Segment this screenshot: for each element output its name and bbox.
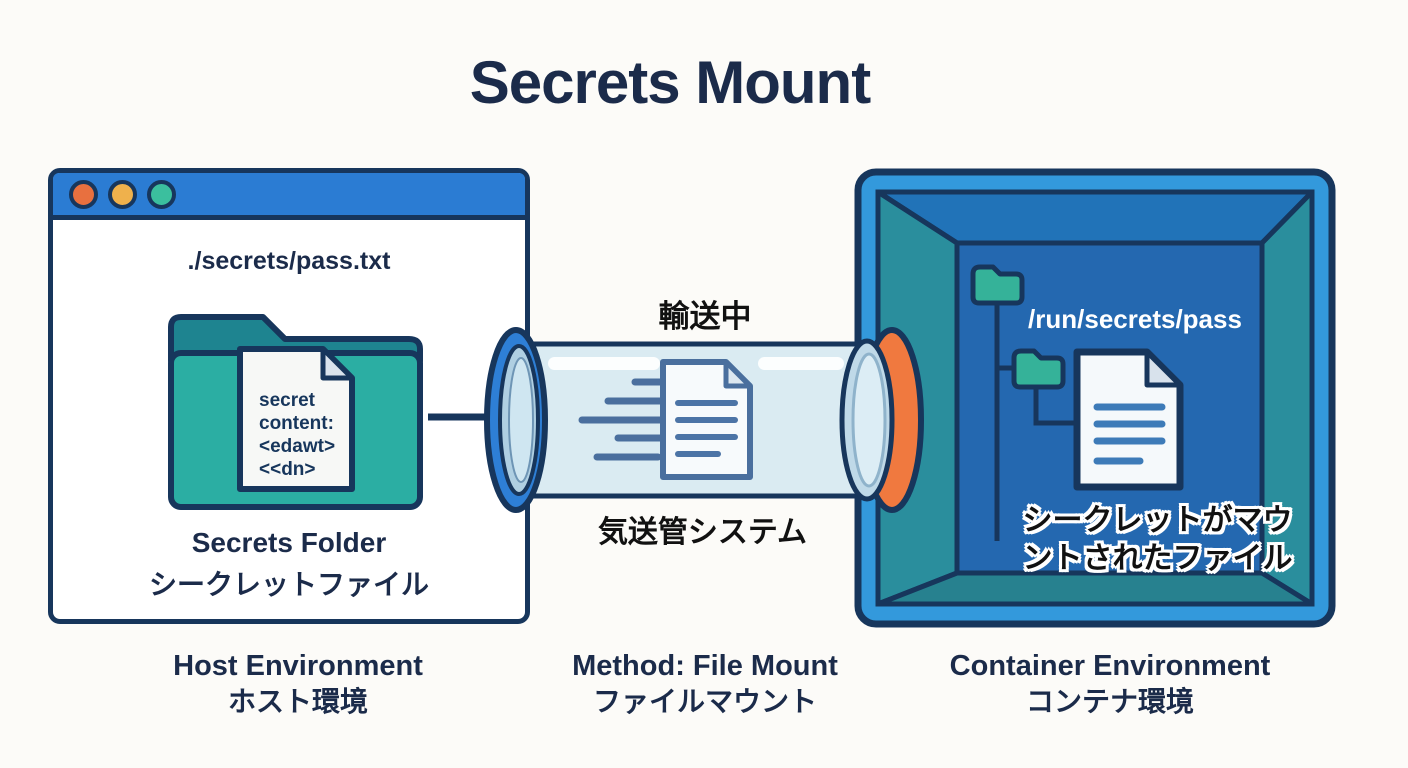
- container-caption-ja: コンテナ環境: [1025, 686, 1194, 717]
- speed-lines: [578, 378, 664, 461]
- mounted-file-label: シークレットがマウ ントされたファイル: [1022, 504, 1293, 575]
- secrets-folder-label-ja: シークレットファイル: [148, 569, 429, 600]
- host-secret-path-label: ./secrets/pass.txt: [187, 247, 391, 275]
- method-caption-ja: ファイルマウント: [592, 686, 817, 717]
- window-titlebar: [53, 173, 525, 220]
- host-window: ./secrets/pass.txt secret content: <edaw…: [48, 168, 530, 624]
- host-environment-caption: Host Environment ホスト環境: [63, 648, 533, 719]
- container-caption-en: Container Environment: [949, 650, 1271, 682]
- folder-icon: [168, 314, 423, 510]
- pneumatic-tube-icon: [428, 327, 924, 513]
- document-icon: [237, 346, 355, 492]
- secret-file-content: secret content: <edawt> <<dn>: [259, 390, 336, 480]
- host-caption-ja: ホスト環境: [227, 686, 368, 717]
- method-caption: Method: File Mount ファイルマウント: [470, 648, 940, 719]
- page-title: Secrets Mount: [469, 49, 871, 116]
- zoom-dot-icon: [147, 179, 176, 209]
- tube-system-label: 気送管システム: [597, 516, 808, 549]
- file-tree: [994, 303, 1077, 541]
- close-dot-icon: [69, 179, 98, 209]
- secrets-folder-label-en: Secrets Folder: [191, 527, 387, 558]
- in-transit-label: 輸送中: [658, 299, 752, 334]
- method-caption-en: Method: File Mount: [572, 650, 838, 682]
- minimize-dot-icon: [108, 179, 137, 209]
- document-icon: [1073, 348, 1184, 491]
- host-caption-en: Host Environment: [173, 650, 423, 682]
- document-icon: [660, 359, 753, 480]
- folder-icon: [1011, 348, 1066, 390]
- container-box: [854, 168, 1336, 628]
- container-mount-path-label: /run/secrets/pass: [1028, 304, 1242, 334]
- container-environment-caption: Container Environment コンテナ環境: [875, 648, 1345, 719]
- folder-icon: [970, 264, 1025, 306]
